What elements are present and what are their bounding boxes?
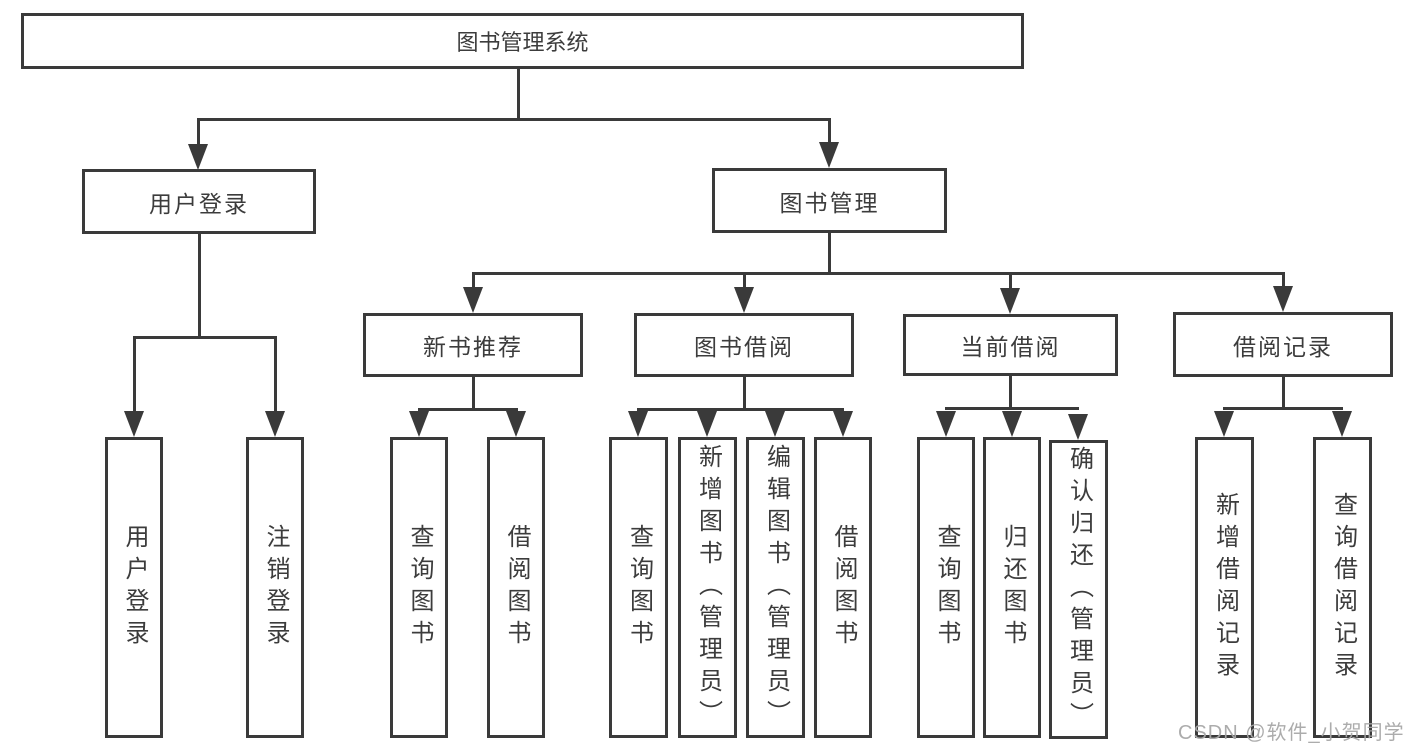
node-label: 借阅记录 xyxy=(1233,333,1333,360)
leaf-record-add: 新增借阅记录 xyxy=(1195,437,1254,738)
node-label: 借阅图书 xyxy=(830,523,857,652)
node-label: 借阅图书 xyxy=(503,523,530,652)
v-line xyxy=(1282,377,1285,407)
node-book-management: 图书管理 xyxy=(712,168,947,233)
v-line xyxy=(133,336,136,412)
arrowhead-down xyxy=(124,411,144,437)
v-line xyxy=(198,234,201,336)
node-label: 用户登录 xyxy=(121,523,148,652)
leaf-borrow-borrow-books: 借阅图书 xyxy=(814,437,872,738)
v-line xyxy=(743,377,746,408)
leaf-recommend-borrow-books: 借阅图书 xyxy=(487,437,545,738)
node-label: 查询图书 xyxy=(406,523,433,652)
node-label: 查询借阅记录 xyxy=(1329,491,1357,684)
h-line xyxy=(197,118,831,121)
node-label: 图书借阅 xyxy=(694,334,794,360)
v-line xyxy=(1009,376,1012,407)
node-label: 注销登录 xyxy=(262,523,289,652)
h-line xyxy=(945,407,1079,410)
node-label: 查询图书 xyxy=(625,523,653,652)
leaf-current-query-books: 查询图书 xyxy=(917,437,975,738)
node-label: 新书推荐 xyxy=(423,334,523,360)
node-library-management-system: 图书管理系统 xyxy=(21,13,1024,69)
arrowhead-down xyxy=(506,411,526,437)
node-label: 用户登录 xyxy=(149,190,249,217)
arrowhead-down xyxy=(409,411,429,437)
node-label: 确认归还（管理员） xyxy=(1065,445,1093,734)
arrowhead-down xyxy=(1273,286,1293,312)
h-line xyxy=(418,408,518,411)
leaf-logout: 注销登录 xyxy=(246,437,304,738)
h-line xyxy=(637,408,844,411)
v-line xyxy=(517,69,520,118)
node-label: 编辑图书（管理员） xyxy=(762,443,790,732)
v-line xyxy=(472,377,475,408)
node-new-book-recommendation: 新书推荐 xyxy=(363,313,583,377)
v-line xyxy=(1282,272,1285,287)
arrowhead-down xyxy=(1068,414,1088,440)
leaf-borrow-add-books-admin: 新增图书（管理员） xyxy=(678,437,737,738)
h-line xyxy=(1223,407,1343,410)
node-label: 当前借阅 xyxy=(960,334,1061,360)
arrowhead-down xyxy=(1214,411,1234,437)
leaf-user-login: 用户登录 xyxy=(105,437,163,738)
csdn-watermark: CSDN @软件_小贺同学 xyxy=(1178,722,1405,744)
arrowhead-down xyxy=(833,411,853,437)
node-label: 新增图书（管理员） xyxy=(694,443,722,732)
arrowhead-down xyxy=(265,411,285,437)
arrowhead-down xyxy=(1000,288,1020,314)
h-line xyxy=(472,272,1284,275)
node-label: 图书管理 xyxy=(779,189,880,216)
v-line xyxy=(828,118,831,144)
node-label: 新增借阅记录 xyxy=(1211,491,1239,684)
node-user-login: 用户登录 xyxy=(82,169,316,234)
node-book-borrowing: 图书借阅 xyxy=(634,313,854,377)
leaf-recommend-query-books: 查询图书 xyxy=(390,437,448,738)
v-line xyxy=(828,233,831,272)
arrowhead-down xyxy=(734,287,754,313)
arrowhead-down xyxy=(628,411,648,437)
arrowhead-down xyxy=(819,142,839,168)
leaf-current-return-books: 归还图书 xyxy=(983,437,1041,738)
leaf-record-query: 查询借阅记录 xyxy=(1313,437,1372,738)
arrowhead-down xyxy=(1002,411,1022,437)
arrowhead-down xyxy=(463,287,483,313)
arrowhead-down xyxy=(936,411,956,437)
node-label: 查询图书 xyxy=(933,523,960,652)
v-line xyxy=(472,272,475,288)
arrowhead-down xyxy=(188,144,208,170)
v-line xyxy=(197,118,200,146)
arrowhead-down xyxy=(765,411,785,437)
leaf-current-confirm-return-admin: 确认归还（管理员） xyxy=(1049,440,1108,739)
node-label: 归还图书 xyxy=(999,523,1026,652)
arrowhead-down xyxy=(1332,411,1352,437)
node-label: 图书管理系统 xyxy=(456,30,589,55)
v-line xyxy=(1009,272,1012,288)
leaf-borrow-query-books: 查询图书 xyxy=(609,437,668,738)
v-line xyxy=(274,336,277,412)
node-current-borrowing: 当前借阅 xyxy=(903,314,1118,376)
node-borrowing-records: 借阅记录 xyxy=(1173,312,1393,377)
h-line xyxy=(133,336,276,339)
v-line xyxy=(743,272,746,288)
arrowhead-down xyxy=(697,411,717,437)
leaf-borrow-edit-books-admin: 编辑图书（管理员） xyxy=(746,437,805,738)
